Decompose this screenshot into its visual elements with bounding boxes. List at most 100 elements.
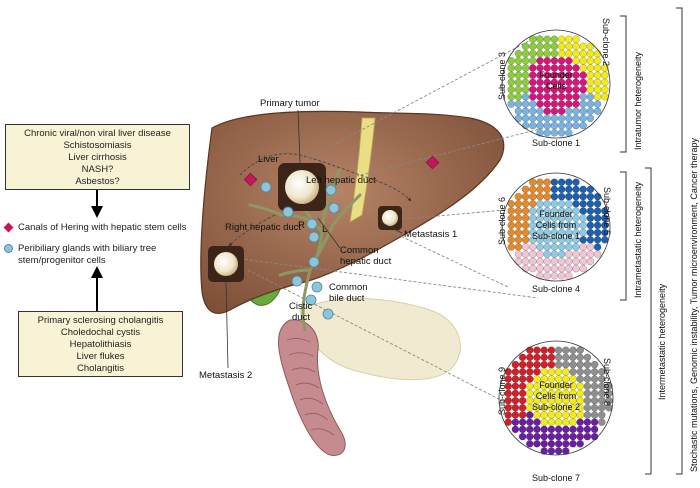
risk-factor: Cholangitis — [77, 363, 124, 374]
cell-dot — [536, 200, 544, 208]
cell-dot — [593, 207, 602, 215]
cell-dot — [536, 100, 544, 108]
cell-dot — [598, 404, 606, 412]
cell-dot — [565, 214, 573, 222]
cell-dot — [550, 250, 559, 258]
cell-dot — [514, 257, 523, 266]
cell-dot — [507, 78, 515, 87]
cell-dot — [572, 228, 580, 237]
cell-dot — [572, 42, 580, 51]
cell-dot — [569, 353, 577, 362]
cell-dot — [572, 107, 580, 115]
cell-dot — [540, 396, 548, 405]
cell-dot — [554, 353, 563, 362]
cell-dot — [526, 404, 534, 412]
cell-dot — [547, 432, 556, 441]
cell-dot — [514, 221, 523, 230]
cell-dot — [565, 64, 573, 72]
cell-dot — [529, 243, 537, 251]
cell-dot — [547, 447, 556, 455]
cell-dot — [521, 257, 530, 266]
label-intrametastatic: Intrametastatic heterogeneity — [633, 181, 643, 298]
cell-dot — [543, 185, 551, 194]
cell-dot — [543, 107, 551, 115]
cell-dot — [550, 178, 559, 186]
cell-dot — [557, 78, 566, 87]
cell-dot — [583, 432, 592, 441]
cell-dot — [565, 228, 573, 237]
cell-dot — [536, 207, 544, 215]
cell-dot — [526, 382, 534, 390]
cell-dot — [593, 78, 602, 87]
cell-dot — [572, 78, 580, 87]
cell-dot — [572, 236, 580, 244]
cell-dot — [521, 192, 530, 201]
cell-dot — [565, 121, 573, 130]
cell-dot — [569, 411, 577, 419]
cell-dot — [511, 389, 520, 398]
cell-dot — [572, 57, 580, 65]
cell-dot — [569, 346, 577, 354]
cell-dot — [557, 272, 566, 280]
label-common-hepatic-duct-2: hepatic duct — [340, 256, 392, 267]
cell-dot — [521, 85, 530, 94]
cell-dot — [557, 221, 566, 230]
cell-dot — [536, 243, 544, 251]
cell-dot — [521, 214, 530, 222]
cell-dot — [569, 375, 577, 383]
cell-dot — [565, 71, 573, 79]
cell-dot — [507, 100, 515, 108]
cell-dot — [586, 228, 595, 237]
cell-dot — [554, 411, 563, 419]
cell-dot — [565, 221, 573, 230]
cell-dot — [586, 200, 595, 208]
cell-dot — [576, 346, 584, 354]
cell-dot — [536, 64, 544, 72]
clone1-sub3: Sub-clone 3 — [497, 52, 507, 100]
cell-dot — [576, 418, 584, 426]
cell-dot — [565, 57, 573, 65]
cell-dot — [536, 129, 544, 137]
cell-dot — [521, 243, 530, 251]
cell-dot — [579, 243, 587, 251]
cell-dot — [562, 382, 570, 390]
cell-dot — [590, 418, 599, 426]
cell-dot — [554, 375, 563, 383]
cell-dot — [586, 192, 595, 201]
cell-dot — [557, 100, 566, 108]
connector-lines — [234, 34, 556, 416]
cell-dot — [514, 114, 523, 123]
cell-dot — [514, 236, 523, 244]
cell-dot — [550, 272, 559, 280]
cell-dot — [579, 214, 587, 222]
cell-dot — [572, 93, 580, 101]
cell-dot — [583, 411, 592, 419]
cell-dot — [536, 57, 544, 65]
legend-glands-label-1: Peribiliary glands with biliary tree — [18, 243, 157, 254]
cell-dot — [540, 425, 548, 434]
cell-dot — [511, 368, 520, 376]
label-right-hepatic-duct: Right hepatic duct — [225, 222, 301, 233]
cell-dot — [557, 129, 566, 137]
cell-dot — [569, 418, 577, 426]
cell-dot — [572, 49, 580, 58]
risk-factor: Primary sclerosing cholangitis — [37, 315, 164, 326]
cell-dot — [554, 368, 563, 376]
cell-dot — [504, 396, 512, 405]
cell-dot — [590, 432, 599, 441]
cell-dot — [565, 114, 573, 123]
cell-dot — [579, 264, 587, 273]
cell-dot — [529, 178, 537, 186]
duodenum-shape — [277, 319, 346, 456]
cell-dot — [533, 382, 541, 390]
cell-dot — [526, 396, 534, 405]
label-common-hepatic-duct-1: Common — [340, 245, 379, 256]
cell-dot — [586, 57, 595, 65]
cell-dot — [529, 64, 537, 72]
cell-dot — [540, 346, 548, 354]
label-cistic-2: duct — [292, 312, 310, 323]
cell-dot — [536, 178, 544, 186]
cell-dot — [550, 64, 559, 72]
cell-dot — [550, 85, 559, 94]
